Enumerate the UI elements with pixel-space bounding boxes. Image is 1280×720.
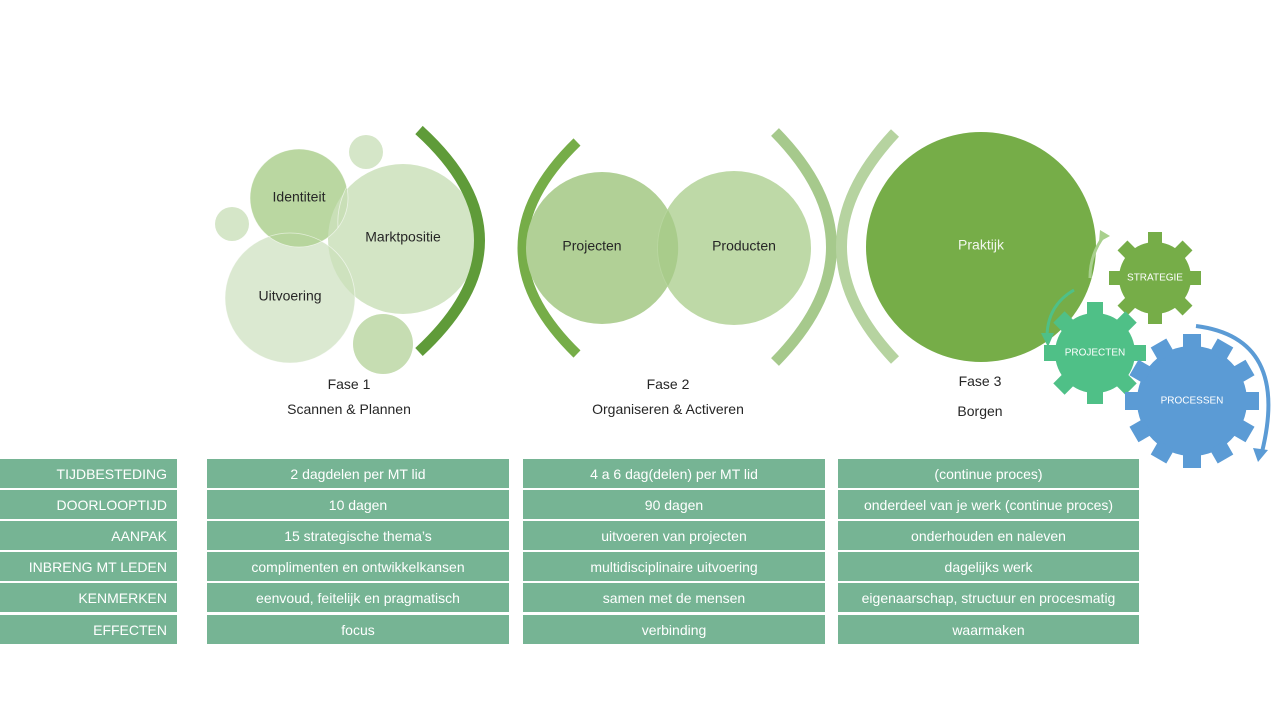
row-label-tijdbesteding: TIJDBESTEDING: [0, 459, 177, 488]
label-praktijk: Praktijk: [958, 237, 1005, 253]
cell-phase2-effecten: verbinding: [523, 615, 825, 644]
cell-phase3-doorlooptijd: onderdeel van je werk (continue proces): [838, 490, 1139, 519]
circle-uitvoering: [225, 233, 355, 363]
cell-phase3-effecten: waarmaken: [838, 615, 1139, 644]
cell-phase3-kenmerken: eigenaarschap, structuur en procesmatig: [838, 583, 1139, 612]
row-label-effecten: EFFECTEN: [0, 615, 177, 644]
gear-label-projecten: PROJECTEN: [1065, 348, 1126, 359]
phase1-subtitle: Scannen & Plannen: [287, 401, 411, 417]
label-uitvoering: Uitvoering: [258, 288, 321, 304]
arrowhead-blue-icon: [1253, 448, 1268, 462]
circle-identiteit: [250, 149, 348, 247]
circle-praktijk: [866, 132, 1096, 362]
phase2-circles: Projecten Producten: [526, 171, 811, 325]
phase3-title: Fase 3: [958, 373, 1002, 389]
phase2-caption: Fase 2 Organiseren & Activeren: [548, 372, 788, 422]
phase2-title: Fase 2: [646, 376, 690, 392]
bracket-phase2-right: [771, 128, 837, 366]
small-circle-left: [215, 207, 249, 241]
label-projecten: Projecten: [562, 238, 621, 254]
bracket-phase1-right: [415, 125, 485, 357]
cell-phase1-aanpak: 15 strategische thema’s: [207, 521, 509, 550]
phase1-title: Fase 1: [327, 376, 371, 392]
label-marktpositie: Marktpositie: [365, 229, 441, 245]
cell-phase2-kenmerken: samen met de mensen: [523, 583, 825, 612]
cell-phase1-kenmerken: eenvoud, feitelijk en pragmatisch: [207, 583, 509, 612]
row-label-doorlooptijd: DOORLOOPTIJD: [0, 490, 177, 519]
cell-phase1-inbreng: complimenten en ontwikkelkansen: [207, 552, 509, 581]
arrowhead-up-green-icon: [1099, 230, 1110, 242]
gear-label-processen: PROCESSEN: [1161, 396, 1224, 407]
bracket-phase3-left: [836, 129, 900, 364]
phase3-caption: Fase 3 Borgen: [860, 368, 1100, 427]
cell-phase1-effecten: focus: [207, 615, 509, 644]
cell-phase2-inbreng: multidisciplinaire uitvoering: [523, 552, 825, 581]
arrow-blue-icon: [1195, 324, 1271, 453]
circle-marktpositie: [328, 164, 478, 314]
phase1-caption: Fase 1 Scannen & Plannen: [229, 372, 469, 422]
circle-outline-overlap: [337, 179, 352, 229]
label-producten: Producten: [712, 238, 776, 254]
small-circle-top: [349, 135, 383, 169]
gear-processen: PROCESSEN: [1125, 334, 1259, 468]
gear-label-strategie: STRATEGIE: [1127, 273, 1183, 284]
cycle-arrows: [1041, 230, 1271, 462]
cell-phase1-doorlooptijd: 10 dagen: [207, 490, 509, 519]
cell-phase3-aanpak: onderhouden en naleven: [838, 521, 1139, 550]
phase3-circles: Praktijk: [866, 132, 1096, 362]
row-label-aanpak: AANPAK: [0, 521, 177, 550]
row-label-inbreng: INBRENG MT LEDEN: [0, 552, 177, 581]
cell-phase2-tijdbesteding: 4 a 6 dag(delen) per MT lid: [523, 459, 825, 488]
circle-producten: [657, 171, 811, 325]
row-label-kenmerken: KENMERKEN: [0, 583, 177, 612]
circle-uitvoering-outline: [224, 232, 356, 364]
gear-strategie: STRATEGIE: [1109, 232, 1201, 324]
phase2-subtitle: Organiseren & Activeren: [592, 401, 744, 417]
arrow-teal-icon: [1045, 288, 1075, 336]
bracket-phase2-left: [517, 138, 581, 358]
arrowhead-teal-icon: [1041, 333, 1054, 347]
circle-projecten: [526, 172, 678, 324]
cell-phase3-tijdbesteding: (continue proces): [838, 459, 1139, 488]
cell-phase1-tijdbesteding: 2 dagdelen per MT lid: [207, 459, 509, 488]
cell-phase2-doorlooptijd: 90 dagen: [523, 490, 825, 519]
cell-phase2-aanpak: uitvoeren van projecten: [523, 521, 825, 550]
phase3-subtitle: Borgen: [957, 403, 1003, 419]
gear-projecten: PROJECTEN: [1044, 302, 1146, 404]
label-identiteit: Identiteit: [273, 189, 326, 205]
circles-overlap: [657, 210, 679, 286]
phase1-circles: Identiteit Marktpositie Uitvoering: [215, 135, 478, 374]
small-circle-bottom: [353, 314, 413, 374]
cell-phase3-inbreng: dagelijks werk: [838, 552, 1139, 581]
circle-identiteit-outline: [249, 148, 349, 248]
